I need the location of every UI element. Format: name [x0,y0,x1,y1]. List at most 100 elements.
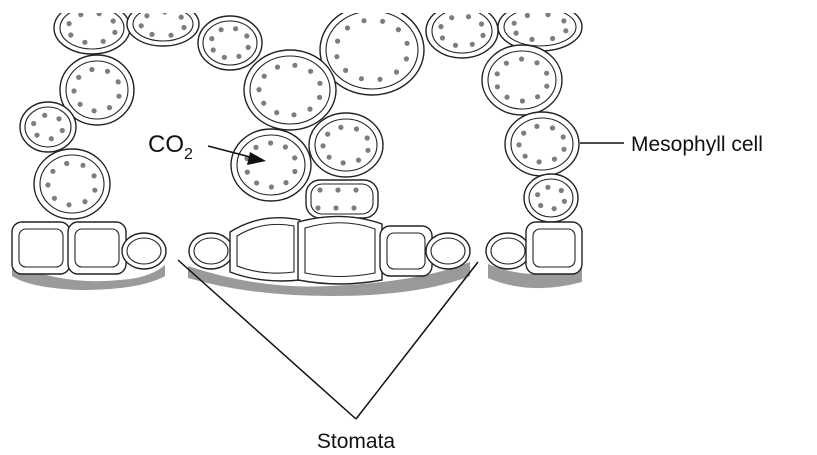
chloroplast-dot [325,132,330,137]
mesophyll-cell [309,113,383,177]
chloroplast-dot [534,60,539,65]
chloroplast-dot [219,27,224,32]
chloroplast-dot [253,145,258,150]
chloroplast-dot [71,88,76,93]
chloroplast-dot [317,95,322,100]
chloroplast-dot [78,102,83,107]
chloroplast-dot [292,63,297,68]
mesophyll-cell [198,16,262,70]
chloroplast-dot [335,187,340,192]
chloroplast-dot [550,36,555,41]
chloroplast-dot [245,170,250,175]
chloroplast-dot [545,12,550,17]
mesophyll-cell [498,3,582,51]
chloroplast-dot [209,36,214,41]
chloroplast-dot [291,112,296,117]
chloroplast-dot [292,155,297,160]
chloroplast-dot [317,187,322,192]
chloroplast-dot [453,43,458,48]
chloroplast-dot [365,135,370,140]
chloroplast-dot [149,32,154,37]
chloroplast-dot [538,203,543,208]
chloroplast-dot [561,18,566,23]
chloroplast-dot [256,87,261,92]
chloroplast-dot [359,76,364,81]
chloroplast-dot [275,65,280,70]
chloroplast-dot [394,69,399,74]
chloroplast-dot [561,147,566,152]
chloroplast-dot [514,30,519,35]
co2-label-subscript: 2 [184,146,193,163]
chloroplast-dot [78,12,83,17]
chloroplast-dot [269,184,274,189]
guard-cell [486,233,530,269]
epidermal-cell [230,218,300,281]
chloroplast-dot [254,180,259,185]
chloroplast-dot [283,144,288,149]
chloroplast-dot [233,26,238,31]
chloroplast-dot [66,202,71,207]
chloroplast-dot [107,105,112,110]
chloroplast-dot [520,98,525,103]
chloroplast-dot [338,125,343,130]
chloroplast-dot [470,42,475,47]
mesophyll-cell [34,149,110,219]
chloroplast-dot [112,30,117,35]
chloroplast-dot [550,125,555,130]
chloroplast-dot [525,13,530,18]
chloroplast-dot [244,33,249,38]
co2-label: CO2 [148,131,193,163]
chloroplast-dot [356,158,361,163]
chloroplast-dot [563,28,568,33]
chloroplast-dot [512,21,517,26]
chloroplast-dot [396,27,401,32]
mesophyll-cell [306,180,378,218]
chloroplast-dot [211,47,216,52]
chloroplast-dot [236,54,241,59]
chloroplast-dot [544,84,549,89]
chloroplast-dot [495,84,500,89]
chloroplast-dot [50,169,55,174]
mesophyll-cell [426,4,498,58]
chloroplast-dot [449,15,454,20]
chloroplast-dot [335,39,340,44]
chloroplast-dot [246,45,251,50]
chloroplast-dot [268,140,273,145]
chloroplast-dot [101,39,106,44]
chloroplast-dot [80,163,85,168]
chloroplast-dot [552,157,557,162]
chloroplast-dot [438,24,443,29]
chloroplast-dot [545,185,550,190]
chloroplast-dot [534,124,539,129]
chloroplast-dot [105,69,110,74]
chloroplast-dot [523,154,528,159]
chloroplast-dot [181,25,186,30]
chloroplast-dot [504,61,509,66]
chloroplast-dot [64,161,69,166]
chloroplast-dot [521,131,526,136]
chloroplast-dot [479,21,484,26]
chloroplast-dot [68,32,73,37]
stomata-label: Stomata [317,430,396,453]
chloroplast-dot [222,55,227,60]
chloroplast-dot [111,18,116,23]
chloroplast-dot [365,148,370,153]
mesophyll-cell [524,174,578,222]
epidermal-cell [526,222,582,274]
chloroplast-dot [405,41,410,46]
chloroplast-dot [67,21,72,26]
mesophyll-cell [54,2,130,54]
chloroplast-dot [168,33,173,38]
chloroplast-dot [544,71,549,76]
mesophyll-cells [20,2,582,222]
mesophyll-cell [505,112,579,176]
chloroplast-dot [380,19,385,24]
chloroplast-dot [354,126,359,131]
epidermal-cell [12,222,70,274]
chloroplast-dot [320,143,325,148]
epidermal-cell [298,216,382,284]
chloroplast-dot [361,18,366,23]
chloroplast-dot [34,133,39,138]
chloroplast-dot [327,155,332,160]
